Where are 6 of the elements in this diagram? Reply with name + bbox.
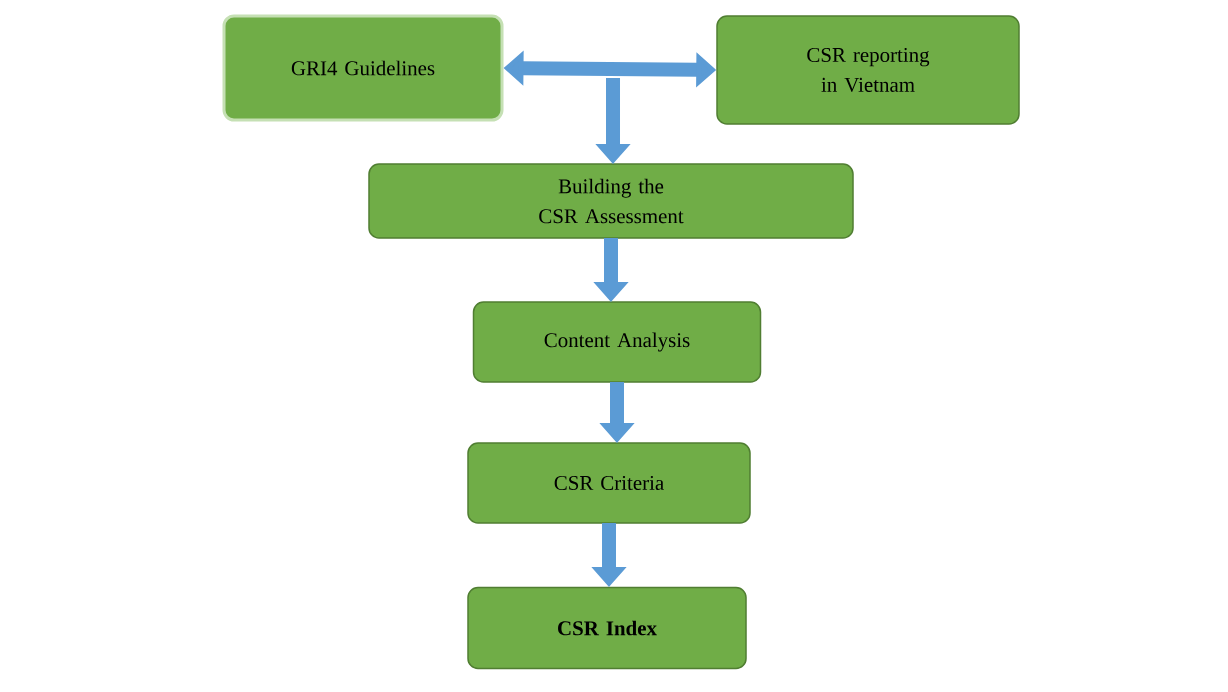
- process-box: Building the CSR Assessment: [368, 163, 854, 239]
- process-box: CSR reporting in Vietnam: [716, 15, 1020, 125]
- process-box: Content Analysis: [472, 301, 762, 383]
- process-box: CSR Index: [467, 586, 747, 670]
- process-box: CSR Criteria: [467, 442, 751, 524]
- process-box: GRI4 Guidelines: [222, 14, 504, 122]
